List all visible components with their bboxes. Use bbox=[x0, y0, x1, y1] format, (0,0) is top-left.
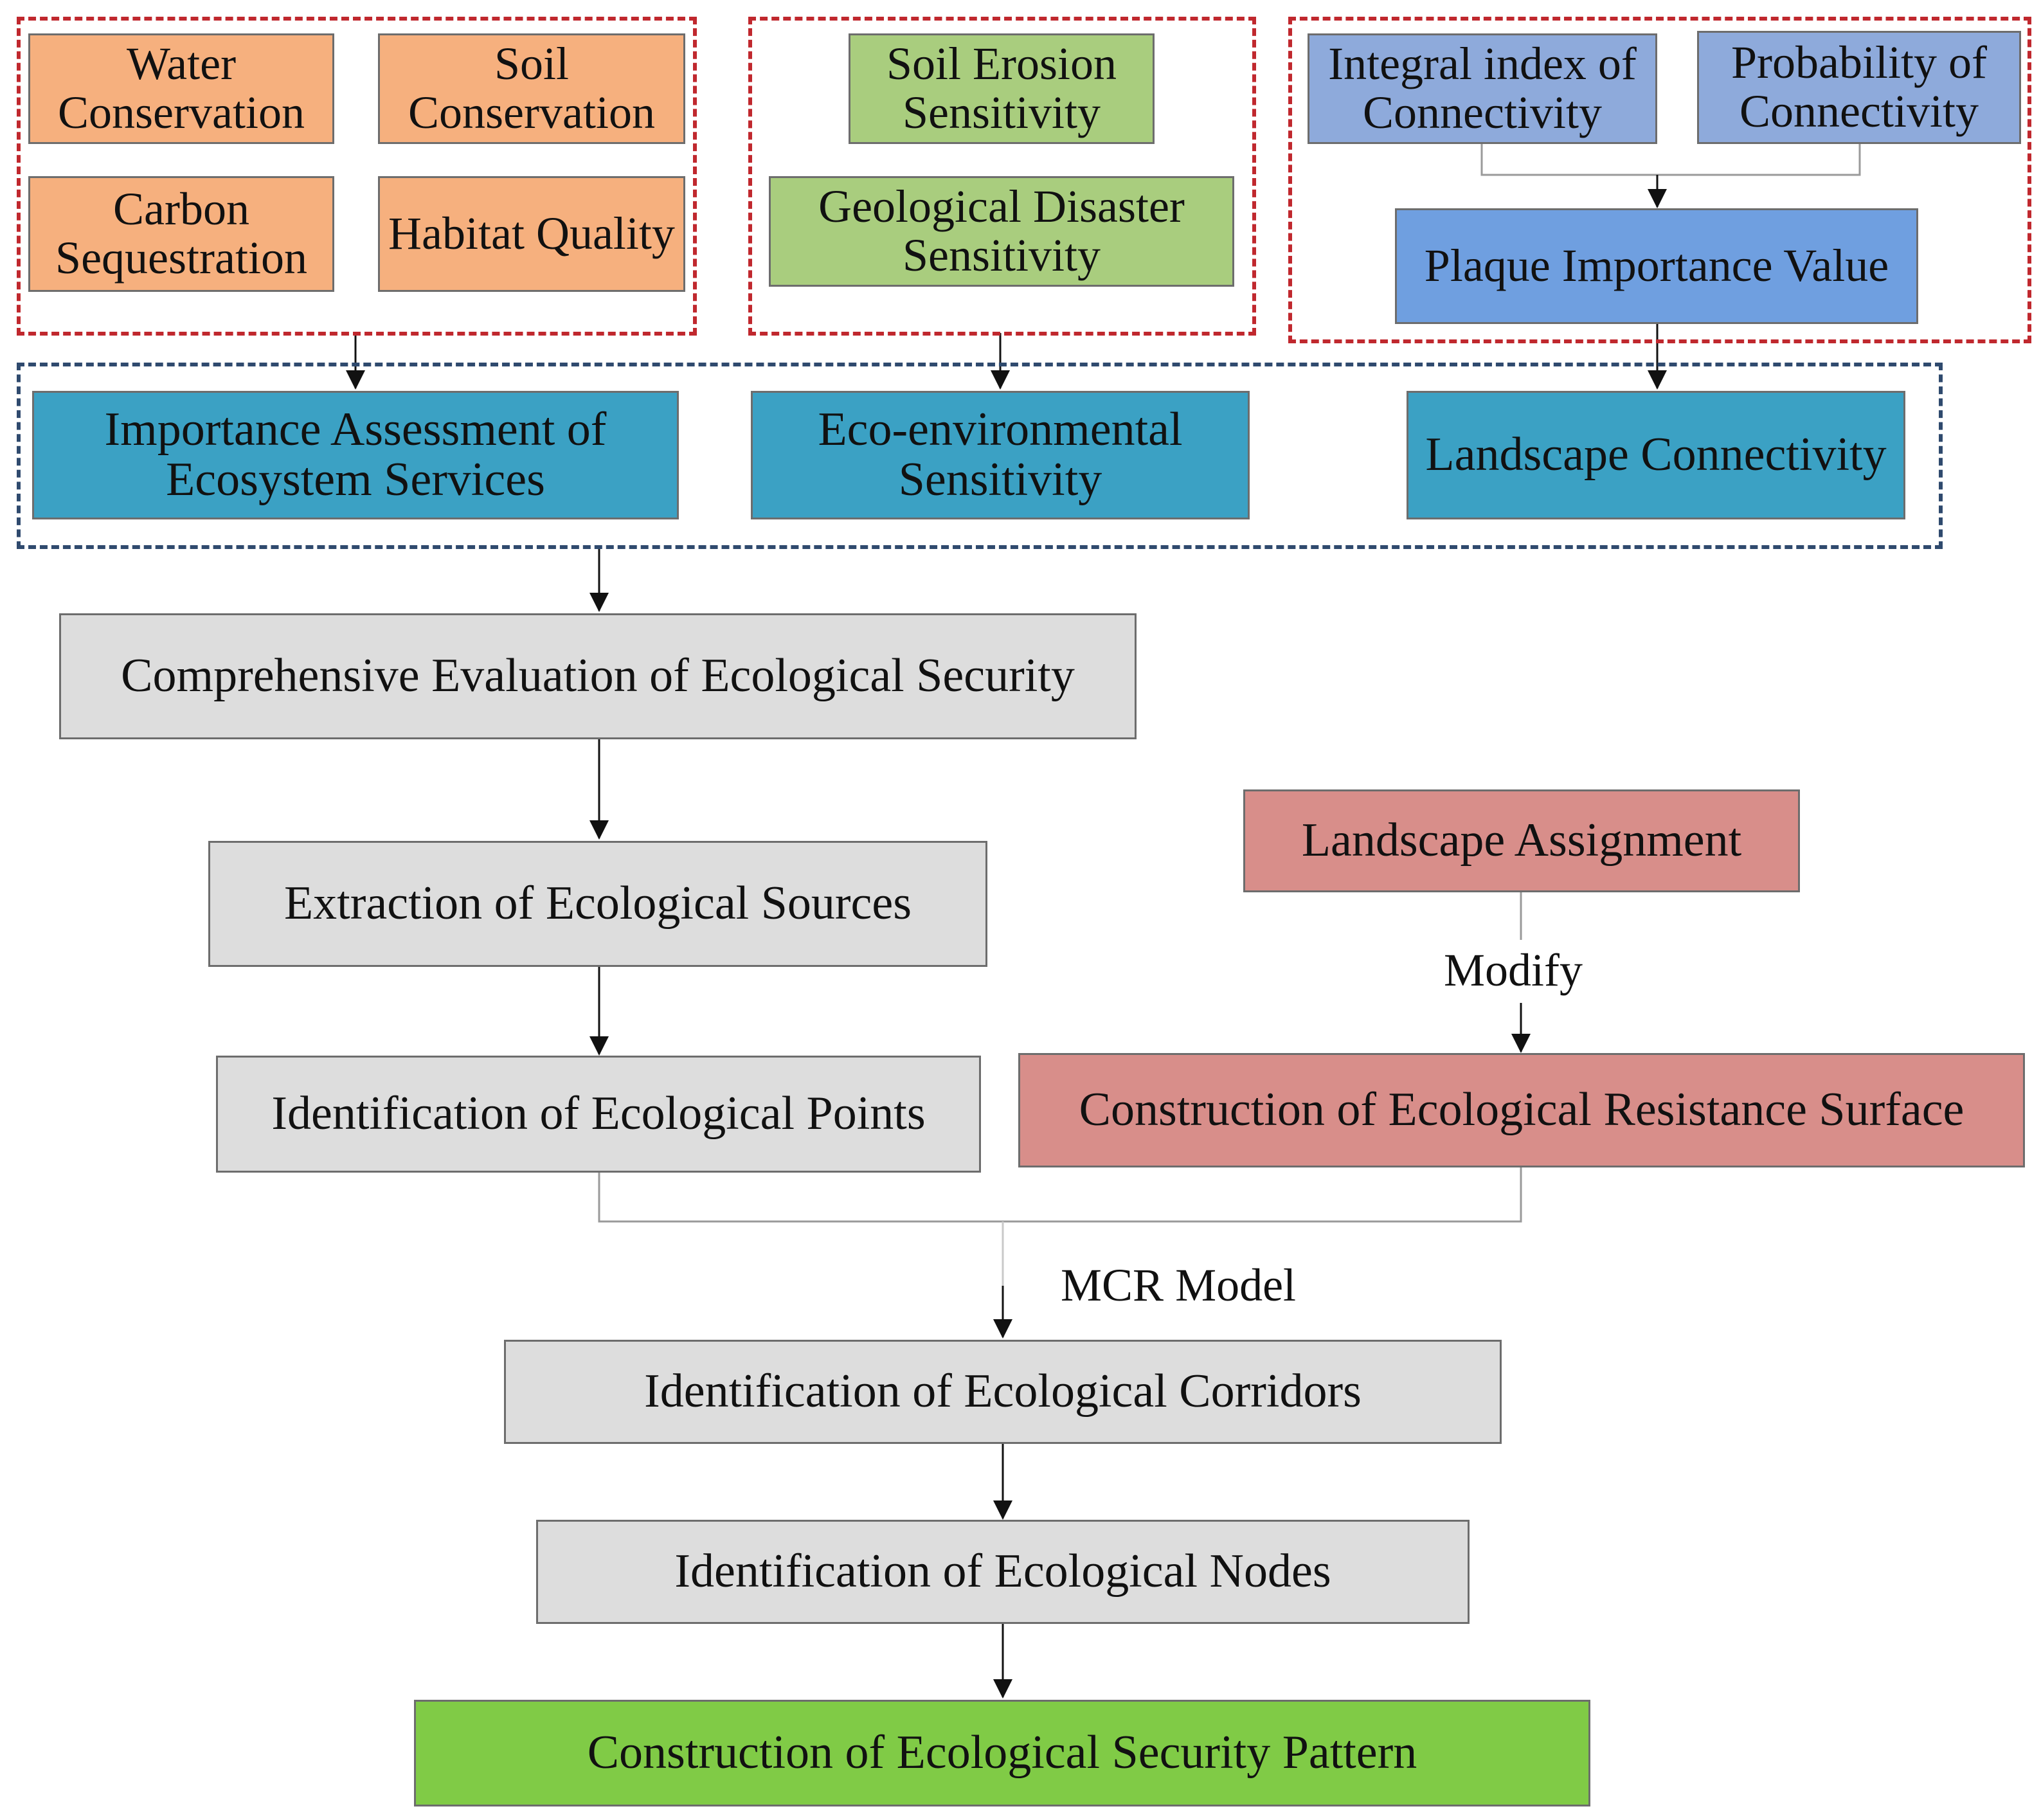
edge-label-mcr-model: MCR Model bbox=[1061, 1259, 1297, 1311]
box-extraction-ecological-sources: Extraction of Ecological Sources bbox=[208, 841, 987, 967]
carbon-sequestration-label: Carbon Sequestration bbox=[55, 183, 307, 284]
identification-nodes-label: Identification of Ecological Nodes bbox=[674, 1545, 1331, 1598]
connector-join bbox=[598, 1167, 1522, 1223]
habitat-quality-label: Habitat Quality bbox=[388, 208, 675, 260]
box-habitat-quality: Habitat Quality bbox=[378, 176, 685, 292]
box-identification-ecological-points: Identification of Ecological Points bbox=[216, 1056, 981, 1173]
plaque-importance-label: Plaque Importance Value bbox=[1424, 240, 1889, 292]
box-landscape-assignment: Landscape Assignment bbox=[1243, 789, 1800, 892]
box-soil-erosion-sensitivity: Soil Erosion Sensitivity bbox=[849, 33, 1155, 144]
box-integral-index-connectivity: Integral index of Connectivity bbox=[1308, 33, 1657, 144]
box-carbon-sequestration: Carbon Sequestration bbox=[28, 176, 334, 292]
box-plaque-importance-value: Plaque Importance Value bbox=[1395, 208, 1918, 324]
assessment-ecosystem-label: Importance Assessment of Ecosystem Servi… bbox=[104, 403, 607, 506]
box-identification-ecological-nodes: Identification of Ecological Nodes bbox=[536, 1520, 1470, 1624]
extraction-sources-label: Extraction of Ecological Sources bbox=[283, 877, 912, 930]
connector-indices-merge bbox=[1480, 144, 1861, 176]
resistance-surface-label: Construction of Ecological Resistance Su… bbox=[1079, 1083, 1965, 1137]
identification-corridors-label: Identification of Ecological Corridors bbox=[644, 1365, 1362, 1418]
landscape-connectivity-label: Landscape Connectivity bbox=[1425, 428, 1887, 482]
box-water-conservation: Water Conservation bbox=[28, 33, 334, 144]
integral-index-label: Integral index of Connectivity bbox=[1328, 38, 1637, 138]
group-connectivity bbox=[1288, 17, 2031, 343]
box-comprehensive-evaluation: Comprehensive Evaluation of Ecological S… bbox=[59, 613, 1137, 739]
group-sensitivity bbox=[748, 17, 1256, 336]
box-importance-assessment-ecosystem-services: Importance Assessment of Ecosystem Servi… bbox=[32, 391, 679, 519]
soil-conservation-label: Soil Conservation bbox=[408, 38, 655, 138]
group-assessment bbox=[17, 363, 1943, 549]
box-ecological-resistance-surface: Construction of Ecological Resistance Su… bbox=[1018, 1053, 2025, 1167]
geological-disaster-label: Geological Disaster Sensitivity bbox=[818, 181, 1185, 281]
box-soil-conservation: Soil Conservation bbox=[378, 33, 685, 144]
identification-points-label: Identification of Ecological Points bbox=[271, 1087, 926, 1140]
soil-erosion-label: Soil Erosion Sensitivity bbox=[886, 38, 1117, 138]
probability-label: Probability of Connectivity bbox=[1731, 37, 1987, 137]
landscape-assignment-label: Landscape Assignment bbox=[1301, 814, 1742, 867]
edge-label-modify: Modify bbox=[1444, 944, 1583, 996]
box-landscape-connectivity: Landscape Connectivity bbox=[1407, 391, 1905, 519]
box-geological-disaster-sensitivity: Geological Disaster Sensitivity bbox=[769, 176, 1234, 287]
box-eco-environmental-sensitivity: Eco-environmental Sensitivity bbox=[751, 391, 1250, 519]
eco-environmental-label: Eco-environmental Sensitivity bbox=[818, 403, 1183, 506]
comprehensive-evaluation-label: Comprehensive Evaluation of Ecological S… bbox=[121, 649, 1075, 703]
group-ecosystem-services bbox=[17, 17, 697, 336]
security-pattern-label: Construction of Ecological Security Patt… bbox=[587, 1726, 1417, 1779]
box-ecological-security-pattern: Construction of Ecological Security Patt… bbox=[414, 1700, 1590, 1806]
box-probability-connectivity: Probability of Connectivity bbox=[1697, 31, 2021, 144]
water-conservation-label: Water Conservation bbox=[58, 38, 305, 138]
box-identification-ecological-corridors: Identification of Ecological Corridors bbox=[504, 1340, 1502, 1444]
